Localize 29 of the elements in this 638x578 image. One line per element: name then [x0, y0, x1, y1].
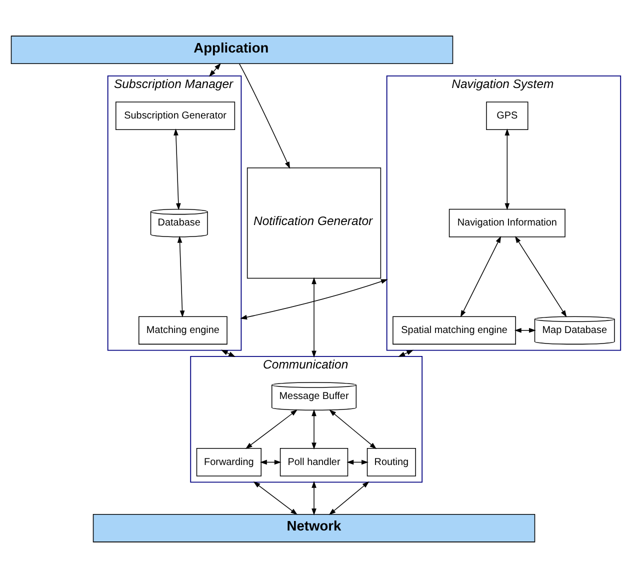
node-box: Notification Generator — [246, 168, 382, 279]
arrow — [177, 236, 185, 318]
arrow — [253, 481, 298, 515]
node-box: GPS — [486, 102, 528, 130]
node-box: Network — [92, 514, 536, 542]
arrow — [238, 63, 290, 169]
arrow — [312, 481, 316, 516]
node-box: Navigation Information — [448, 208, 566, 238]
arrow — [240, 279, 388, 320]
arrow — [220, 350, 236, 357]
node-box: Forwarding — [196, 448, 262, 476]
arrow — [329, 410, 377, 450]
node-box: Subscription Generator — [116, 102, 236, 130]
arrow — [514, 328, 536, 333]
node-box: Spatial matching engine — [392, 316, 516, 345]
arrow — [174, 128, 181, 210]
node-box: Poll handler — [280, 448, 348, 476]
arrow — [460, 236, 502, 318]
node-box: Application — [10, 36, 454, 64]
arrow — [312, 277, 316, 358]
arrow — [398, 350, 414, 357]
arrow — [245, 410, 298, 449]
arrow — [328, 481, 370, 515]
node-box: Matching engine — [138, 316, 228, 345]
arrow — [312, 409, 316, 450]
arrow — [504, 128, 510, 210]
arrow — [208, 63, 222, 77]
node-box: Routing — [366, 448, 416, 476]
arrow — [514, 236, 567, 318]
